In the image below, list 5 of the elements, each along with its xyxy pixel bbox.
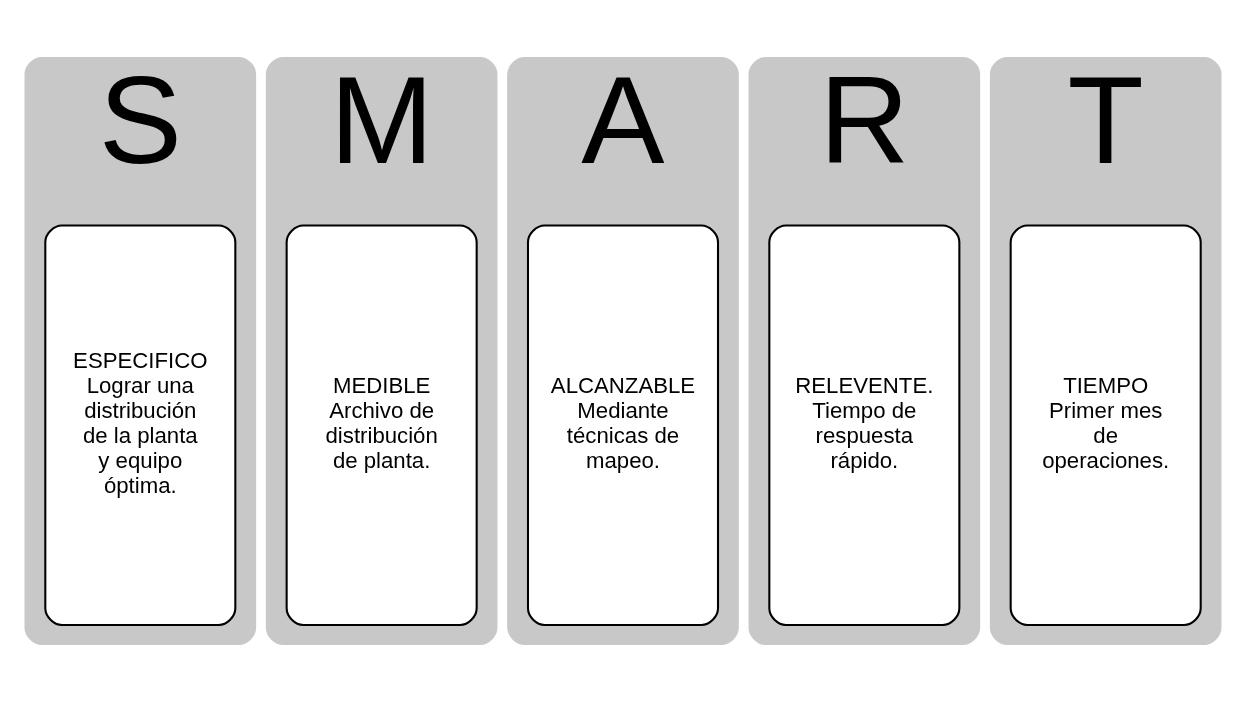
node-box: MEDIBLE Archivo de distribución de planta. <box>285 224 478 626</box>
node-box: ALCANZABLE Mediante técnicas de mapeo. <box>526 224 720 626</box>
node-box: TIEMPO Primer mes de operaciones. <box>1009 224 1202 626</box>
node-box: RELEVENTE. Tiempo de respuesta rápido. <box>768 224 961 626</box>
node-box: ESPECIFICO Lograr una distribución de la planta y equipo óptima. <box>44 224 237 626</box>
